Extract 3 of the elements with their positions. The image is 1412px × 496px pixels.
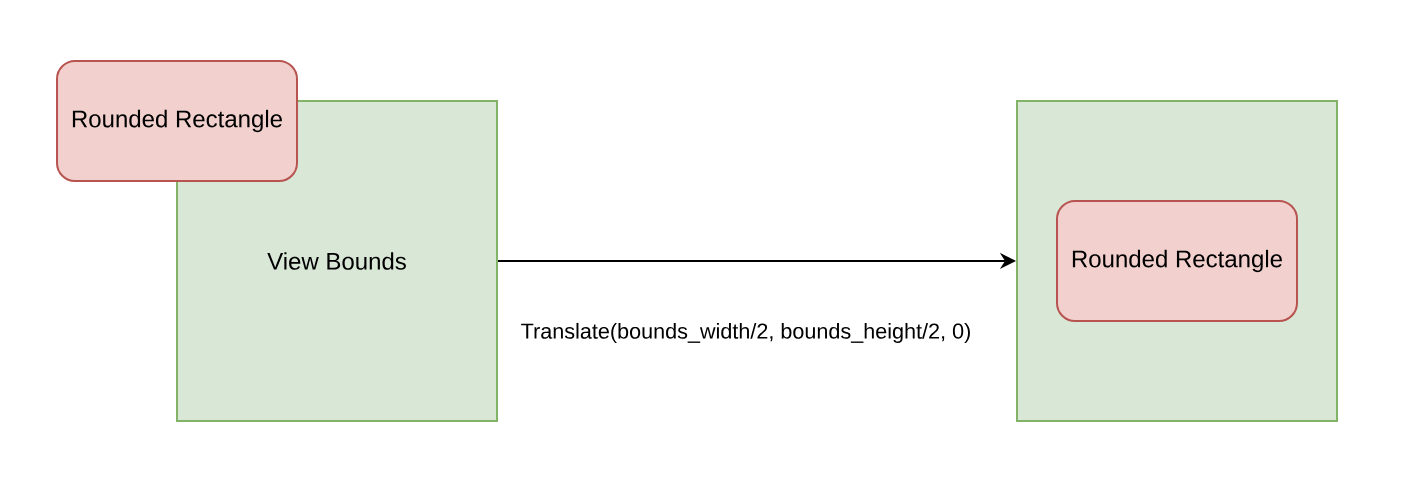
rounded-box: Rounded Rectangle <box>56 60 298 182</box>
rounded-box: Rounded Rectangle <box>1056 200 1298 322</box>
edge-label: Translate(bounds_width/2, bounds_height/2, 0) <box>518 320 974 346</box>
